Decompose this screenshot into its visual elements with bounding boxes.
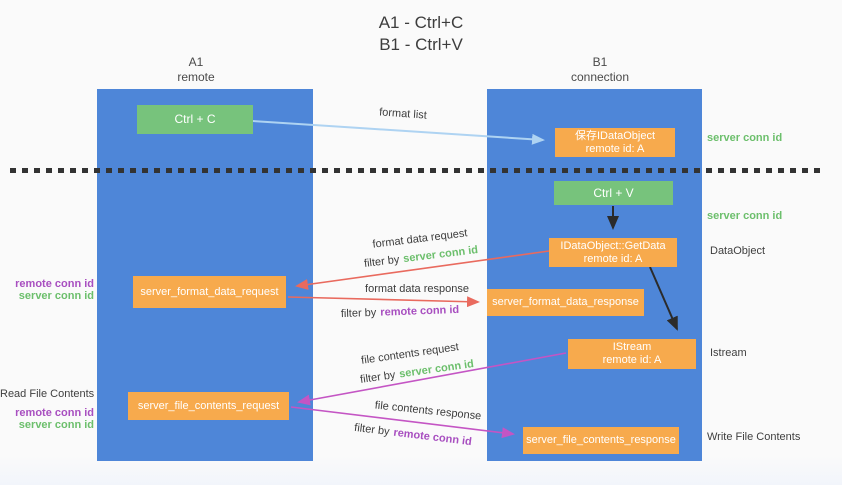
lane-a1-role: remote <box>177 70 215 84</box>
filter-by-text: filter by <box>359 369 397 386</box>
server-file-contents-request-box: server_file_contents_request <box>128 392 289 420</box>
left-conn-id-group-file: Read File Contents remote conn id server… <box>0 388 94 431</box>
file-contents-response-label: file contents response <box>374 399 482 423</box>
istream-box: IStream remote id: A <box>568 339 696 369</box>
filter-by-text: filter by <box>353 421 391 439</box>
server-conn-id-label: server conn id <box>18 419 94 431</box>
server-conn-id-text: server conn id <box>402 244 479 266</box>
server-conn-id-label-top: server conn id <box>707 132 783 144</box>
server-conn-id-label-mid: server conn id <box>707 210 783 222</box>
lane-a1-name: A1 <box>188 55 204 69</box>
title-line-2: B1 - Ctrl+V <box>379 35 463 54</box>
left-conn-id-group-format: remote conn id server conn id <box>0 278 94 302</box>
read-file-contents-label: Read File Contents <box>0 388 95 400</box>
diagram-title: A1 - Ctrl+C B1 - Ctrl+V <box>0 12 842 56</box>
ctrl-c-label: Ctrl + C <box>174 112 216 126</box>
lane-b1-role: connection <box>570 70 630 84</box>
istream-line2: remote id: A <box>602 354 662 366</box>
ctrl-v-label: Ctrl + V <box>593 185 634 200</box>
dataobject-label: DataObject <box>710 245 766 257</box>
server-format-data-response-label: server_format_data_response <box>492 296 639 308</box>
save-idataobject-line2: remote id: A <box>585 142 645 155</box>
remote-conn-id-text: remote conn id <box>392 426 473 449</box>
istream-side-label: Istream <box>710 347 747 359</box>
getdata-line2: remote id: A <box>583 252 643 265</box>
format-data-response-label: format data response <box>365 283 469 295</box>
server-file-contents-response-label: server_file_contents_response <box>526 434 676 446</box>
save-idataobject-box: 保存IDataObject remote id: A <box>555 128 675 157</box>
lane-header-a1: A1 remote <box>177 55 214 85</box>
remote-conn-id-label: remote conn id <box>15 407 94 419</box>
format-data-response-arrow <box>287 296 480 308</box>
format-list-label: format list <box>378 106 428 122</box>
server-format-data-request-label: server_format_data_request <box>140 285 279 298</box>
ctrl-c-box: Ctrl + C <box>137 105 253 134</box>
server-file-contents-response-box: server_file_contents_response <box>523 427 679 454</box>
lane-b1-name: B1 <box>592 55 608 69</box>
remote-conn-id-label: remote conn id <box>15 278 94 290</box>
write-file-contents-label: Write File Contents <box>707 431 801 443</box>
ctrl-v-box: Ctrl + V <box>554 181 673 205</box>
title-line-1: A1 - Ctrl+C <box>378 13 464 32</box>
remote-conn-id-text: remote conn id <box>380 303 460 319</box>
filter-by-text: filter by <box>363 253 401 270</box>
clipboard-boundary-divider <box>10 168 826 173</box>
server-file-contents-request-label: server_file_contents_request <box>137 399 280 412</box>
istream-line1: IStream <box>612 341 652 353</box>
idataobject-getdata-box: IDataObject::GetData remote id: A <box>549 238 677 267</box>
getdata-line1: IDataObject::GetData <box>560 239 666 252</box>
filter-by-text: filter by <box>340 306 377 321</box>
save-idataobject-line1: 保存IDataObject <box>574 129 656 142</box>
server-conn-id-text: server conn id <box>398 358 475 381</box>
server-format-data-response-box: server_format_data_response <box>487 289 644 316</box>
lane-header-b1: B1 connection <box>571 55 629 85</box>
server-conn-id-label: server conn id <box>18 290 94 302</box>
server-format-data-request-box: server_format_data_request <box>133 276 286 308</box>
